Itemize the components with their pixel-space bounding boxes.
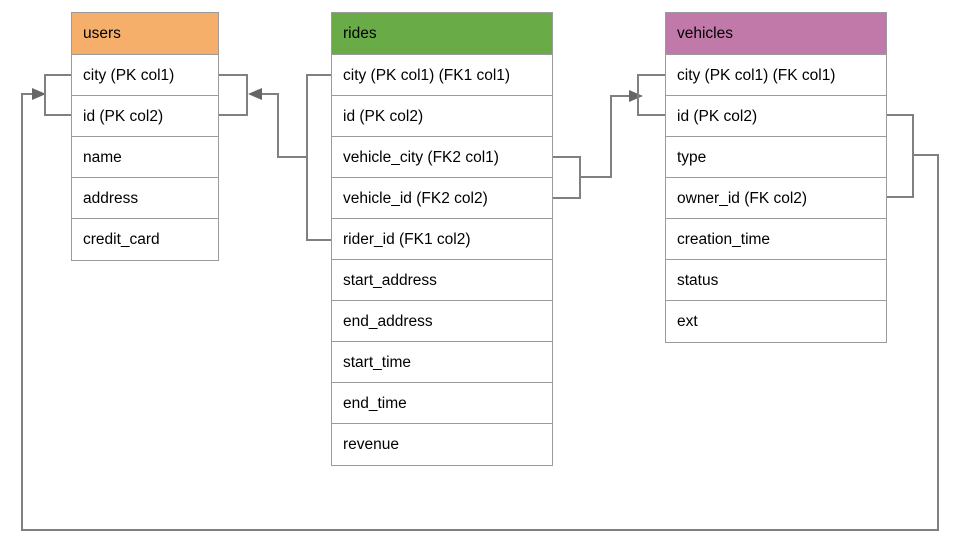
connector-rides-fk1-bracket [306, 74, 331, 241]
table-rides-column-vehicle-id[interactable]: vehicle_id (FK2 col2) [332, 178, 552, 219]
connector-rides-to-vehicles-path [580, 95, 633, 178]
connector-vehicles-left-bracket [637, 74, 665, 116]
table-vehicles-column-owner-id[interactable]: owner_id (FK col2) [666, 178, 886, 219]
table-rides-column-start-address[interactable]: start_address [332, 260, 552, 301]
connector-users-left-bracket [44, 74, 71, 116]
table-rides-column-end-time[interactable]: end_time [332, 383, 552, 424]
connector-users-right-bracket [219, 74, 248, 116]
table-rides-column-end-address[interactable]: end_address [332, 301, 552, 342]
table-rides[interactable]: rides city (PK col1) (FK1 col1) id (PK c… [331, 12, 553, 466]
table-vehicles-header: vehicles [666, 13, 886, 55]
table-users-column-address[interactable]: address [72, 178, 218, 219]
table-users-column-city[interactable]: city (PK col1) [72, 55, 218, 96]
table-vehicles-column-id[interactable]: id (PK col2) [666, 96, 886, 137]
table-users[interactable]: users city (PK col1) id (PK col2) name a… [71, 12, 219, 261]
table-rides-column-city[interactable]: city (PK col1) (FK1 col1) [332, 55, 552, 96]
table-rides-column-id[interactable]: id (PK col2) [332, 96, 552, 137]
table-rides-header: rides [332, 13, 552, 55]
table-vehicles-column-creation-time[interactable]: creation_time [666, 219, 886, 260]
table-users-column-credit-card[interactable]: credit_card [83, 231, 160, 248]
table-vehicles-column-type[interactable]: type [666, 137, 886, 178]
table-rides-column-revenue[interactable]: revenue [343, 436, 400, 453]
table-rides-column-start-time[interactable]: start_time [332, 342, 552, 383]
table-rides-column-vehicle-city[interactable]: vehicle_city (FK2 col1) [332, 137, 552, 178]
table-users-column-id[interactable]: id (PK col2) [72, 96, 218, 137]
table-vehicles[interactable]: vehicles city (PK col1) (FK col1) id (PK… [665, 12, 887, 343]
connector-rides-to-vehicles-arrowhead [629, 90, 643, 102]
table-vehicles-column-city[interactable]: city (PK col1) (FK col1) [666, 55, 886, 96]
connector-vehicles-fk-bracket [887, 114, 914, 198]
table-users-column-name[interactable]: name [72, 137, 218, 178]
table-vehicles-column-status[interactable]: status [666, 260, 886, 301]
connector-rides-to-users-arrowhead [248, 88, 262, 100]
connector-vehicles-to-users-arrowhead [32, 88, 46, 100]
table-rides-column-rider-id[interactable]: rider_id (FK1 col2) [332, 219, 552, 260]
connector-rides-to-users-path [258, 93, 307, 158]
connector-rides-fk2-bracket [553, 156, 581, 199]
table-vehicles-column-ext[interactable]: ext [677, 313, 698, 330]
table-users-header: users [72, 13, 218, 55]
